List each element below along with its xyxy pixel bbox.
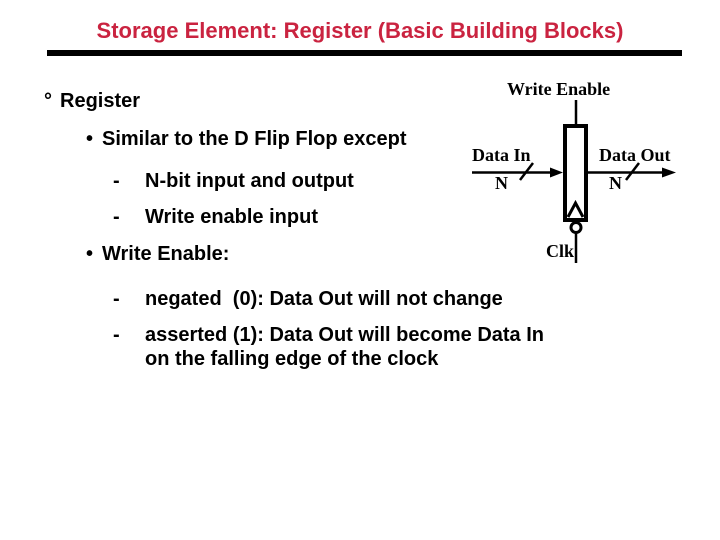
bullet-nbit-label: N-bit input and output (145, 170, 354, 192)
bullet-write-enable: • Write Enable: (0, 243, 720, 267)
write-enable-label: Write Enable (507, 79, 611, 99)
register-diagram (472, 100, 676, 263)
register-box (563, 124, 588, 222)
degree-bullet-icon: ° (44, 90, 52, 112)
data-in-arrowhead-icon (550, 167, 563, 178)
title-divider (47, 50, 682, 56)
dot-bullet-icon: • (86, 128, 94, 150)
bullet-write-enable-label: Write Enable: (102, 243, 230, 265)
bullet-similar: • Similar to the D Flip Flop except (0, 128, 720, 152)
bus-width-out-label: N (609, 173, 622, 193)
bullet-asserted: - asserted (1): Data Out will become Dat… (0, 324, 720, 348)
bullet-similar-label: Similar to the D Flip Flop except (102, 128, 407, 150)
bullet-nbit: - N-bit input and output (0, 170, 720, 194)
bullet-asserted-label: asserted (1): Data Out will become Data … (145, 324, 544, 346)
data-out-arrowhead-icon (662, 167, 676, 178)
bus-slash-out-icon (625, 162, 640, 181)
bullet-negated: - negated (0): Data Out will not change (0, 288, 720, 312)
bullet-register-label: Register (60, 90, 141, 112)
bullet-asserted-continuation-label: on the falling edge of the clock (145, 348, 439, 370)
dash-bullet-icon: - (113, 170, 120, 192)
bullet-negated-label: negated (0): Data Out will not change (145, 288, 503, 310)
dash-bullet-icon: - (113, 206, 120, 228)
dot-bullet-icon: • (86, 243, 94, 265)
bus-slash-in-icon (519, 162, 534, 181)
clock-triangle-icon (566, 199, 585, 218)
dash-bullet-icon: - (113, 288, 120, 310)
dash-bullet-icon: - (113, 324, 120, 346)
data-in-label: Data In (472, 145, 531, 165)
bullet-we-input: - Write enable input (0, 206, 720, 230)
slide-title: Storage Element: Register (Basic Buildin… (96, 18, 624, 43)
bullet-we-input-label: Write enable input (145, 206, 318, 228)
data-out-label: Data Out (599, 145, 671, 165)
bus-width-in-label: N (495, 173, 508, 193)
clock-bubble-icon (569, 221, 583, 234)
bullet-register: ° Register (0, 90, 720, 114)
clk-label: Clk (546, 241, 575, 261)
bullet-asserted-continuation: on the falling edge of the clock (0, 348, 720, 372)
